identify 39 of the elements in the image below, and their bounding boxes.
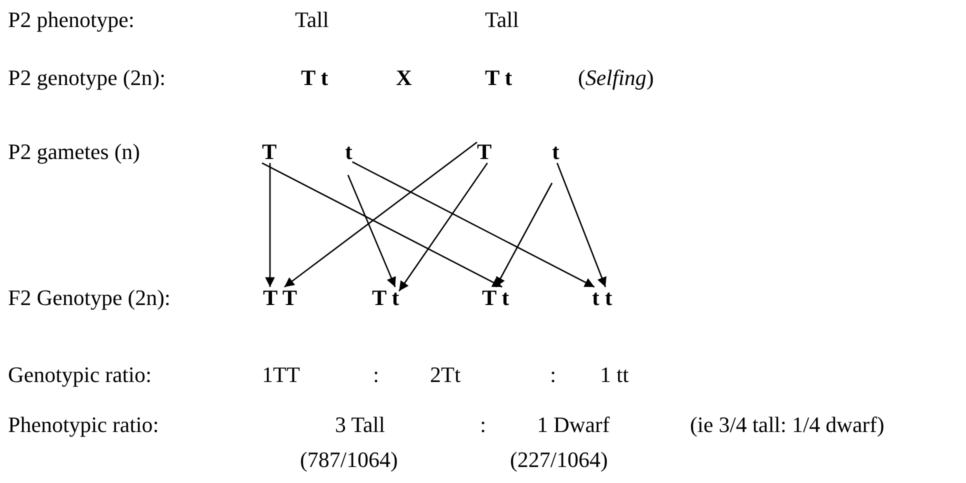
label-text: Phenotypic ratio: [8, 414, 159, 436]
arrow [284, 142, 478, 288]
gamete-allele: T [262, 141, 277, 163]
label-text: F2 Genotype (2n): [8, 287, 171, 309]
arrow [262, 162, 502, 288]
label-text: (227/1064) [510, 449, 608, 471]
label-text: : [480, 414, 486, 436]
arrow [265, 163, 275, 287]
label-text: (787/1064) [300, 449, 398, 471]
label-text: : [373, 364, 380, 386]
label-text: 1TT [262, 364, 300, 386]
gamete-allele: t [552, 141, 560, 163]
label-text: 1 Dwarf [537, 414, 610, 436]
arrow [347, 174, 396, 288]
label-text: : [550, 364, 556, 386]
label-text: (Selfing) [578, 67, 654, 89]
arrow [556, 162, 606, 288]
offspring-genotype: t t [592, 287, 612, 309]
gamete-allele: t [345, 141, 352, 163]
offspring-genotype: T T [263, 287, 298, 309]
gamete-allele: T [477, 141, 492, 163]
label-text: P2 genotype (2n): [8, 67, 166, 89]
label-text: P2 gametes (n) [8, 141, 140, 163]
label-text: 2Tt [430, 364, 461, 386]
offspring-genotype: T t [372, 287, 400, 309]
arrow [398, 162, 488, 292]
label-text: Tall [485, 9, 519, 31]
offspring-genotype: T t [482, 287, 510, 309]
label-text: 1 tt [600, 364, 629, 386]
label-text: Tall [295, 9, 329, 31]
label-text: Genotypic ratio: [8, 364, 152, 386]
arrow [352, 161, 595, 288]
label-text: X [396, 67, 412, 89]
label-text: P2 phenotype: [8, 9, 134, 31]
label-text: (ie 3/4 tall: 1/4 dwarf) [690, 414, 884, 436]
label-text: T t [485, 67, 512, 89]
label-text: 3 Tall [335, 414, 385, 436]
arrow [495, 182, 553, 288]
label-text: T t [301, 67, 328, 89]
